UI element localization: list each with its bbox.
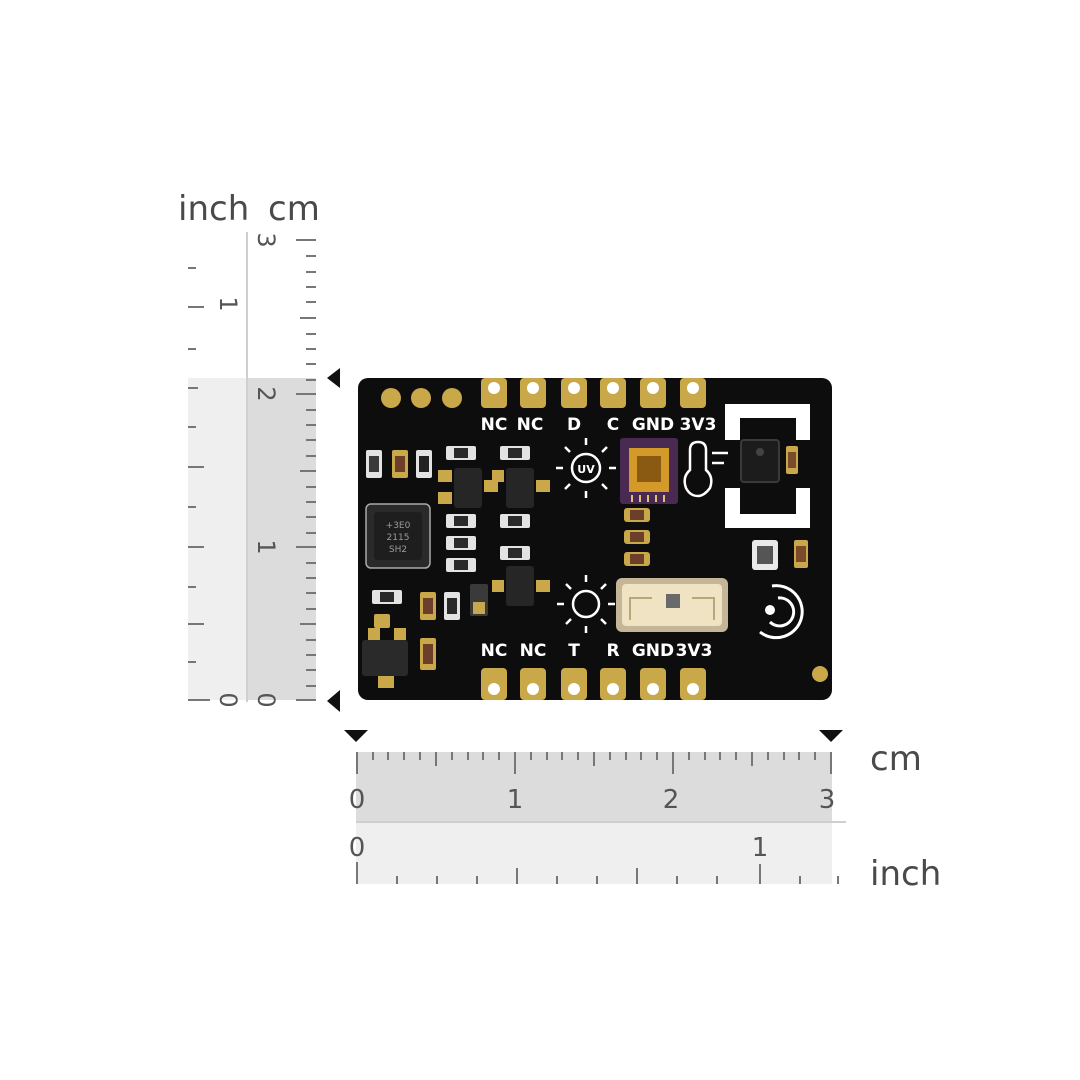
top-pin-label-6: 3V3 — [680, 415, 717, 435]
light-sun-icon — [557, 575, 615, 633]
top-pin-label-3: D — [567, 415, 581, 435]
bottom-pin-label-2: NC — [520, 641, 547, 661]
bottom-pin-label-6: 3V3 — [676, 641, 713, 661]
hruler-cm-3: 3 — [819, 785, 836, 815]
thermometer-icon — [683, 440, 728, 498]
horizontal-cm-label: cm — [870, 739, 922, 779]
chip-markings: +3E0 2115 SH2 — [386, 521, 411, 555]
hruler-cm-1: 1 — [507, 785, 524, 815]
hruler-inch-0: 0 — [349, 833, 366, 863]
uv-sun-icon — [556, 438, 616, 498]
vertical-ruler: 3 2 1 0 1 0 — [188, 232, 340, 712]
vruler-bottom-marker — [327, 690, 340, 712]
bottom-pin-label-4: R — [606, 641, 619, 661]
top-pin-label-2: NC — [517, 415, 544, 435]
left-components: +3E0 2115 SH2 — [362, 446, 550, 688]
bottom-pin-pads — [481, 668, 706, 700]
vertical-inch-label: inch — [178, 189, 250, 229]
vruler-inch-1: 1 — [214, 296, 242, 311]
bottom-pin-label-1: NC — [481, 641, 508, 661]
hruler-right-marker — [819, 730, 843, 742]
humidity-sensor-area — [725, 404, 810, 528]
bottom-pin-label-5: GND — [632, 641, 674, 661]
vruler-cm-1: 1 — [252, 539, 280, 554]
vruler-inch-0: 0 — [214, 692, 242, 707]
top-pin-label-1: NC — [481, 415, 508, 435]
capacitors-center — [624, 508, 650, 566]
svg-text:+3E0: +3E0 — [386, 521, 411, 531]
top-pin-pads — [481, 378, 706, 408]
horizontal-inch-label: inch — [870, 854, 942, 894]
hruler-left-marker — [344, 730, 368, 742]
light-sensor-window — [616, 578, 728, 632]
proximity-icon — [759, 584, 804, 640]
horizontal-ruler: 0 1 2 3 0 1 — [344, 730, 846, 884]
vruler-cm-2: 2 — [252, 386, 280, 401]
hruler-cm-0: 0 — [349, 785, 366, 815]
vruler-cm-0: 0 — [252, 692, 280, 707]
uv-sensor-chip — [620, 438, 678, 504]
vruler-top-marker — [327, 368, 340, 388]
top-pin-label-5: GND — [632, 415, 674, 435]
top-pin-label-4: C — [607, 415, 619, 435]
sensor-board: NC NC D C GND 3V3 NC NC T R GND 3V3 — [358, 378, 832, 700]
bottom-pin-label-3: T — [568, 641, 580, 661]
vertical-cm-label: cm — [268, 189, 320, 229]
svg-text:SH2: SH2 — [389, 545, 407, 555]
hruler-inch-1: 1 — [752, 833, 769, 863]
svg-text:2115: 2115 — [387, 533, 410, 543]
hruler-cm-2: 2 — [663, 785, 680, 815]
vruler-cm-3: 3 — [252, 232, 280, 247]
uv-icon-label: UV — [577, 463, 595, 476]
